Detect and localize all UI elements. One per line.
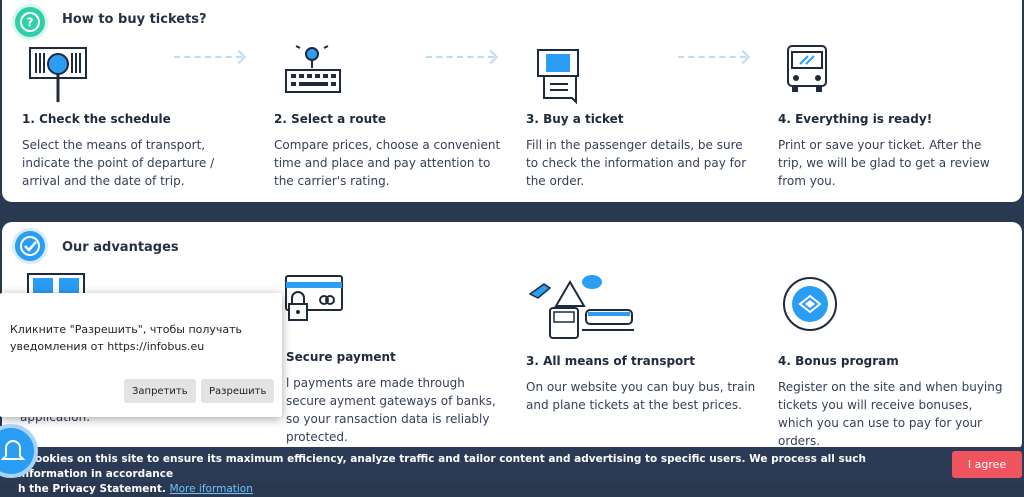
- deny-button[interactable]: Запретить: [124, 379, 196, 403]
- advantage-all-transport: 3. All means of transport On our website…: [526, 354, 756, 414]
- notification-permission-popup: Кликните "Разрешить", чтобы получать уве…: [0, 293, 282, 417]
- step-text: Select the means of transport, indicate …: [22, 138, 215, 188]
- barcode-magnifier-icon: [28, 46, 90, 112]
- checkmark-badge-icon: [12, 228, 48, 264]
- keyboard-bulb-icon: [282, 42, 344, 108]
- transport-modes-icon: [526, 270, 636, 346]
- step-select-route: 2. Select a route Compare prices, choose…: [274, 112, 504, 190]
- bonus-badge-icon: [782, 276, 838, 336]
- bell-icon: [0, 440, 26, 460]
- step-buy-ticket: 3. Buy a ticket Fill in the passenger de…: [526, 112, 756, 190]
- step-check-schedule: 1. Check the schedule Select the means o…: [22, 112, 252, 190]
- section-title: How to buy tickets?: [62, 12, 207, 27]
- advantage-title: 3. All means of transport: [526, 354, 695, 368]
- allow-button[interactable]: Разрешить: [201, 379, 275, 403]
- how-to-buy-section: ? How to buy tickets? 1. Check the sched…: [2, 0, 1022, 202]
- notification-bell-button[interactable]: [0, 424, 38, 478]
- step-title: 4. Everything is ready!: [778, 112, 933, 126]
- cookie-text-line2: h the Privacy Statement.: [18, 483, 166, 495]
- app-screens-icon: [26, 272, 88, 306]
- step-arrow: [678, 56, 746, 60]
- svg-text:?: ?: [27, 16, 34, 30]
- bus-icon: [782, 44, 832, 110]
- step-text: Fill in the passenger details, be sure t…: [526, 138, 747, 188]
- question-icon: ?: [12, 4, 48, 40]
- advantage-text: Register on the site and when buying tic…: [778, 380, 1003, 448]
- step-text: Print or save your ticket. After the tri…: [778, 138, 990, 188]
- more-information-link[interactable]: More iformation: [169, 483, 253, 495]
- phone-ticket-icon: [536, 44, 598, 110]
- advantage-title: Secure payment: [286, 350, 396, 364]
- advantage-title: 4. Bonus program: [778, 354, 899, 368]
- step-arrow: [174, 56, 242, 60]
- advantage-text: On our website you can buy bus, train an…: [526, 380, 756, 412]
- cookie-text: e cookies on this site to ensure its max…: [18, 452, 938, 497]
- card-lock-icon: [284, 272, 346, 338]
- step-title: 3. Buy a ticket: [526, 112, 624, 126]
- advantage-text: l payments are made through secure aymen…: [286, 376, 496, 444]
- step-everything-ready: 4. Everything is ready! Print or save yo…: [778, 112, 1008, 190]
- advantage-bonus-program: 4. Bonus program Register on the site an…: [778, 354, 1008, 450]
- step-title: 1. Check the schedule: [22, 112, 171, 126]
- step-arrow: [426, 56, 494, 60]
- cookie-text-line1: e cookies on this site to ensure its max…: [18, 453, 866, 480]
- step-text: Compare prices, choose a convenient time…: [274, 138, 501, 188]
- section-title: Our advantages: [62, 240, 179, 255]
- agree-button[interactable]: I agree: [952, 451, 1022, 478]
- advantage-secure-payment: Secure payment l payments are made throu…: [286, 350, 516, 446]
- step-title: 2. Select a route: [274, 112, 387, 126]
- cookie-banner: e cookies on this site to ensure its max…: [0, 447, 1024, 495]
- popup-message: Кликните "Разрешить", чтобы получать уве…: [10, 323, 243, 353]
